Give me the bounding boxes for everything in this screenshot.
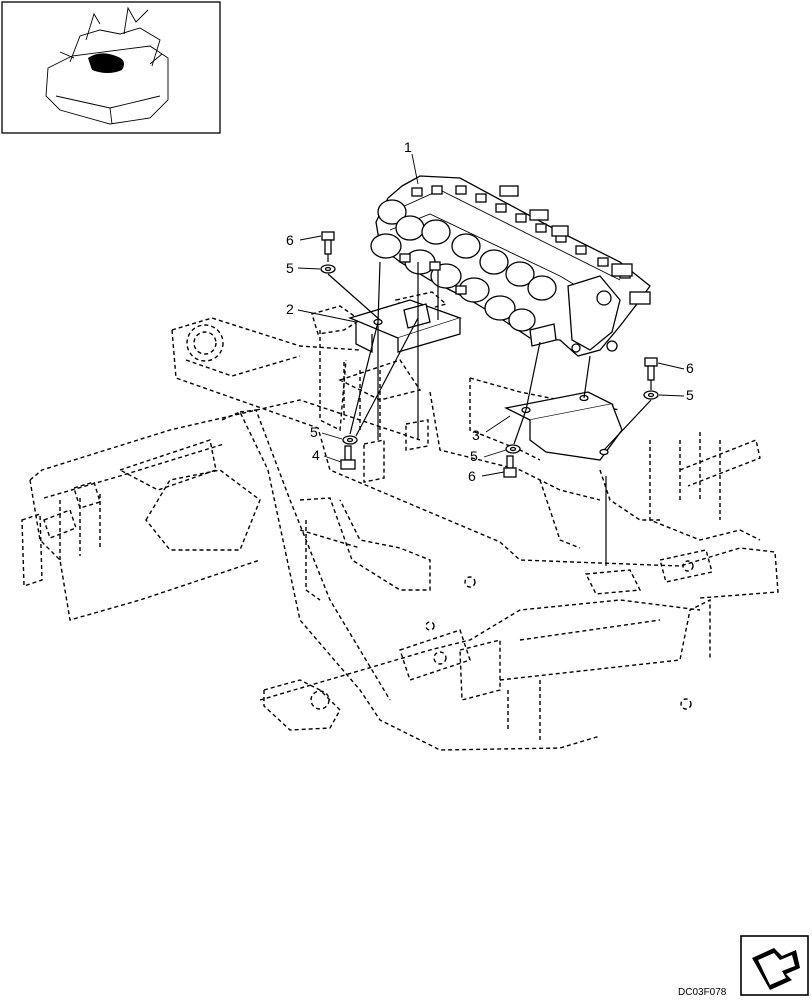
mounting-bracket-right [504, 391, 623, 461]
callout-leaders [297, 153, 685, 477]
callout-2: 2 [286, 301, 294, 317]
assembly-lines [327, 254, 652, 566]
valve-fittings [399, 185, 651, 305]
next-page-arrow-icon[interactable] [740, 935, 809, 996]
bolt-6-lower-right [503, 455, 517, 478]
machine-locator-thumbnail-icon [1, 1, 221, 134]
machine-frame-outline [21, 291, 779, 751]
washer-5-right [643, 390, 659, 400]
callout-5-lower-left: 5 [310, 424, 318, 440]
bolt-4 [340, 445, 356, 470]
callout-1: 1 [404, 139, 412, 155]
callout-6-right: 6 [686, 360, 694, 376]
callout-5-lower-right: 5 [470, 448, 478, 464]
bolt-6-right [644, 357, 658, 381]
bolt-6-top-left [321, 231, 335, 255]
callout-3: 3 [472, 427, 480, 443]
callout-labels: 1 6 5 2 5 4 3 5 6 6 5 [286, 139, 694, 484]
callout-6-top-left: 6 [286, 232, 294, 248]
callout-5-top-left: 5 [286, 260, 294, 276]
callout-4: 4 [312, 447, 320, 463]
washer-5-lower-left [342, 435, 358, 445]
drawing-code: DC03F078 [678, 987, 727, 998]
callout-5-right: 5 [686, 387, 694, 403]
washer-5-lower-right [505, 444, 521, 454]
control-valve-assembly [370, 175, 651, 357]
washer-5-top-left [320, 264, 336, 274]
callout-6-lower-right: 6 [468, 468, 476, 484]
